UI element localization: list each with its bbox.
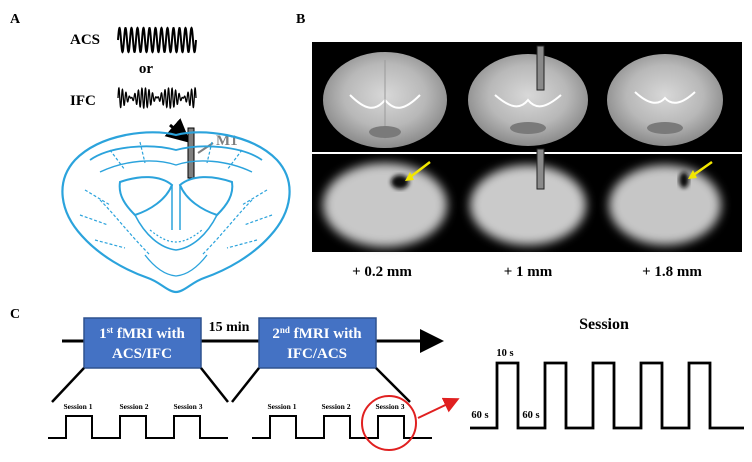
- second-fmri-block: 2nd fMRI with IFC/ACS: [258, 317, 377, 369]
- mri-functional-slice-3: [609, 165, 721, 245]
- slice-label-2: + 1 mm: [504, 264, 553, 280]
- panel-a-letter: A: [10, 12, 21, 27]
- panel-b: B: [296, 12, 742, 280]
- first-fmri-block: 1st fMRI with ACS/IFC: [83, 317, 202, 369]
- second-block-number: 2: [272, 326, 280, 342]
- coronal-atlas: [61, 131, 291, 294]
- panel-b-letter: B: [296, 12, 305, 27]
- svg-text:2nd fMRI with: 2nd fMRI with: [272, 325, 362, 342]
- mri-structural-slice-2: [468, 54, 588, 146]
- session-label-1a: Session 1: [64, 402, 93, 411]
- session-label-2b: Session 2: [322, 402, 351, 411]
- m1-pointer: [197, 142, 214, 154]
- electrode-artifact-bottom: [536, 148, 545, 190]
- electrode-pointer-arrow: [164, 118, 191, 143]
- acs-label: ACS: [70, 32, 100, 48]
- session-label-1b: Session 1: [268, 402, 297, 411]
- first-block-title: fMRI with: [113, 326, 185, 342]
- mri-structural-slice-1: [323, 52, 447, 148]
- session-detail-trace: [470, 361, 744, 430]
- ifc-label: IFC: [70, 93, 96, 109]
- first-block-sup: st: [107, 325, 114, 335]
- zoom-line-first-right: [200, 367, 229, 403]
- mri-functional-slice-1: [323, 163, 447, 247]
- first-block-condition: ACS/IFC: [112, 346, 172, 362]
- slice-label-3: + 1.8 mm: [642, 264, 702, 280]
- session-label-3b: Session 3: [376, 402, 405, 411]
- mri-functional-slice-2: [470, 165, 586, 245]
- off-duration-label-1: 60 s: [471, 410, 488, 421]
- session-trace-first: [48, 415, 228, 439]
- interval-label: 15 min: [209, 320, 250, 335]
- session-label-3a: Session 3: [174, 402, 203, 411]
- svg-text:1st fMRI with: 1st fMRI with: [99, 325, 185, 342]
- panel-c-letter: C: [10, 307, 20, 322]
- zoom-line-second-right: [375, 367, 411, 403]
- mri-structural-slice-3: [607, 54, 723, 146]
- slice-label-1: + 0.2 mm: [352, 264, 412, 280]
- ifc-waveform: [117, 86, 197, 110]
- second-block-title: fMRI with: [290, 326, 362, 342]
- zoom-line-first-left: [51, 367, 85, 403]
- lesion-arrow-1: [408, 161, 431, 179]
- lesion-arrow-2: [691, 160, 713, 178]
- first-block-number: 1: [99, 326, 107, 342]
- second-block-condition: IFC/ACS: [287, 346, 347, 362]
- or-label: or: [139, 61, 154, 77]
- zoom-red-arrow: [417, 397, 460, 419]
- off-duration-label-2: 60 s: [522, 410, 539, 421]
- panel-a: A ACS or IFC M1: [10, 12, 291, 294]
- zoom-line-second-left: [231, 367, 260, 403]
- panel-c: C 1st fMRI with ACS/IFC 15 min 2nd fMRI …: [10, 307, 744, 451]
- lesion-arrow-2-head: [688, 170, 697, 179]
- lesion-arrow-1-head: [405, 172, 414, 181]
- session-3-highlight-circle: [361, 395, 417, 451]
- acs-waveform: [117, 26, 197, 54]
- second-block-sup: nd: [280, 325, 290, 335]
- session-trace-second: [252, 415, 432, 439]
- electrode-artifact-top: [536, 45, 545, 91]
- electrode-probe: [187, 127, 195, 179]
- session-detail-title: Session: [579, 316, 629, 333]
- session-label-2a: Session 2: [120, 402, 149, 411]
- on-duration-label: 10 s: [496, 348, 513, 359]
